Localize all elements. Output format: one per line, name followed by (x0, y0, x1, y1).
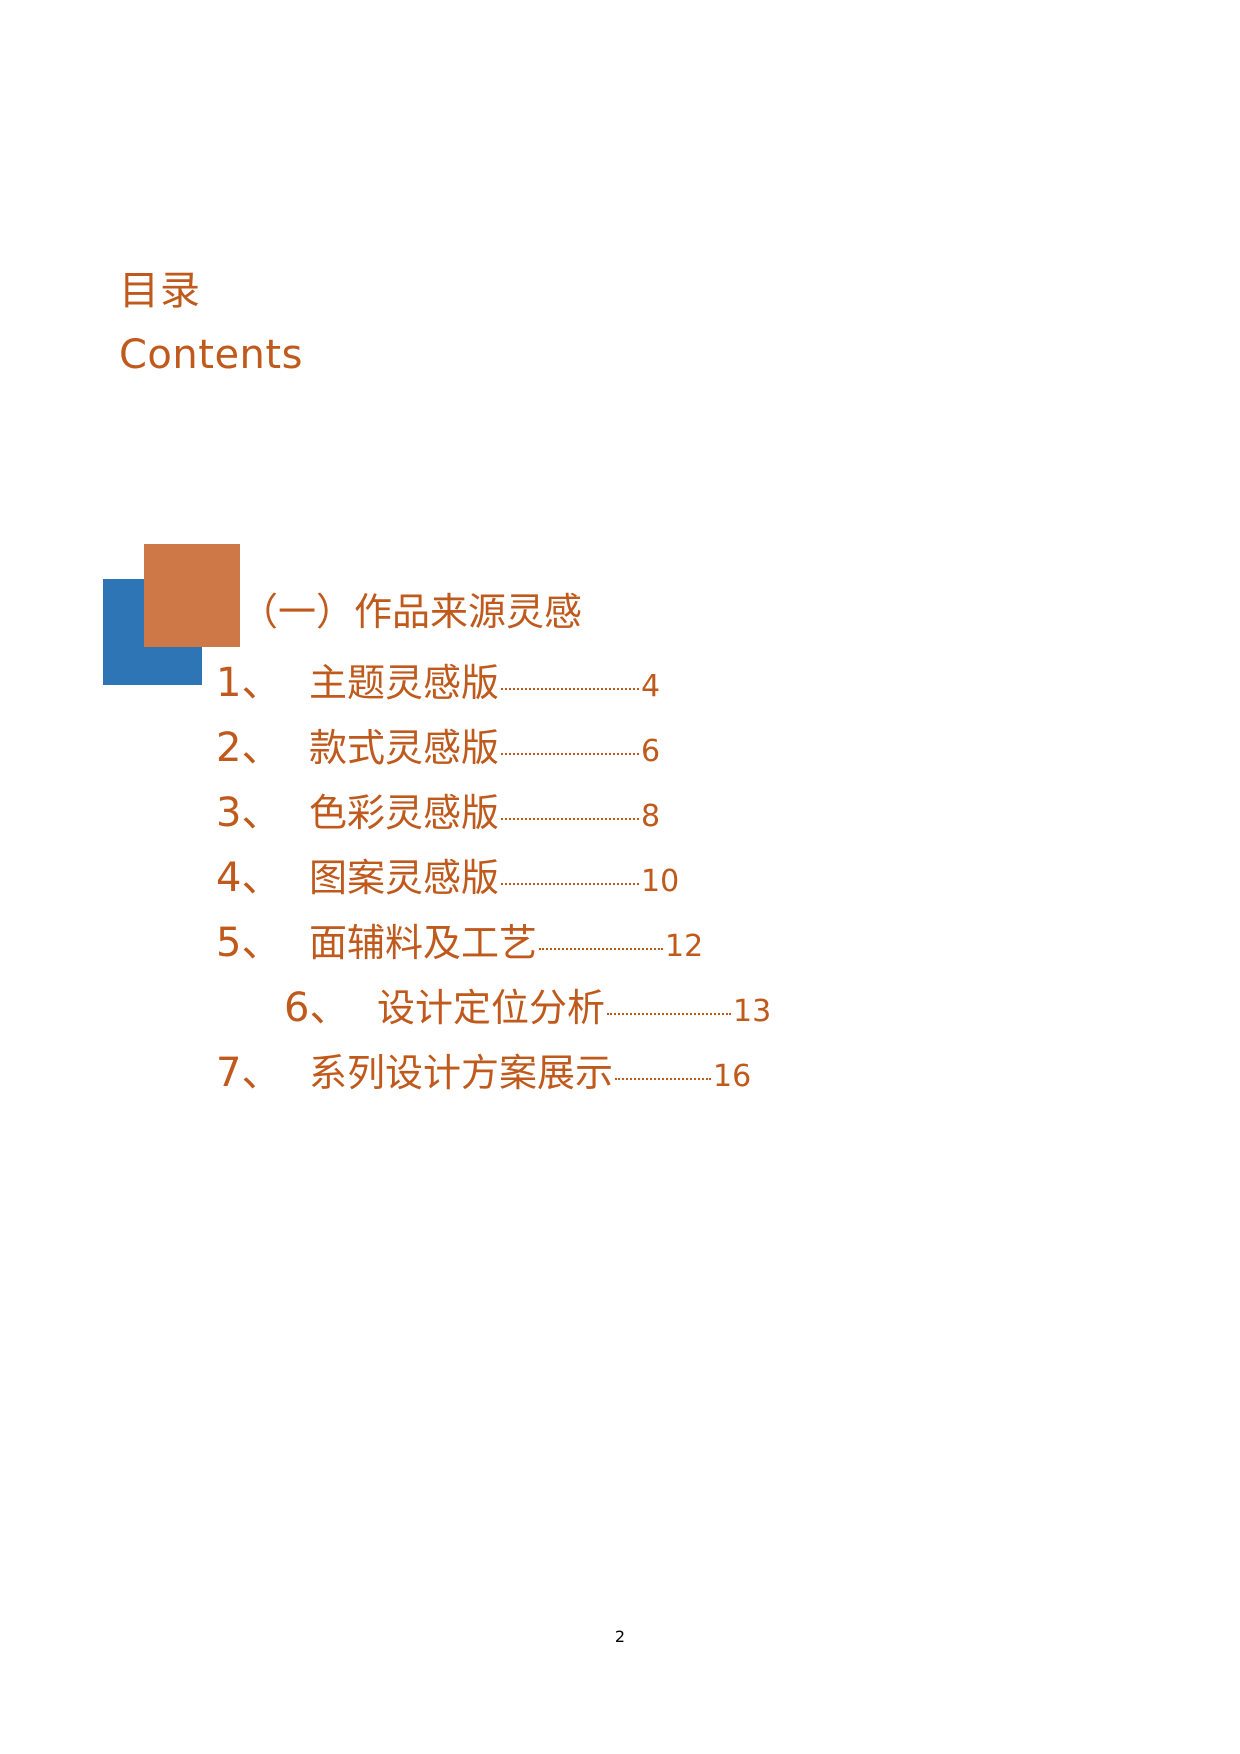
toc-entry-number: 4、 (216, 855, 282, 901)
toc-dot-leader (501, 753, 640, 755)
toc-dot-leader (501, 688, 640, 690)
toc-title-english: Contents (119, 332, 303, 378)
toc-entry-label: 系列设计方案展示 (309, 1051, 614, 1095)
toc-entry-label: 图案灵感版 (309, 856, 500, 900)
toc-entry-number: 7、 (216, 1050, 282, 1096)
toc-entry-number: 2、 (216, 725, 282, 771)
toc-entry-6[interactable]: 6、 设计定位分析 13 (284, 975, 772, 1031)
toc-entry-label: 色彩灵感版 (309, 791, 500, 835)
toc-entry-label: 主题灵感版 (309, 661, 500, 705)
toc-dot-leader (615, 1078, 712, 1080)
page-number: 2 (614, 1627, 626, 1646)
toc-dot-leader (607, 1013, 732, 1015)
toc-entry-number: 6、 (284, 985, 350, 1031)
toc-entry-label: 款式灵感版 (309, 726, 500, 770)
toc-entry-1[interactable]: 1、 主题灵感版 4 (216, 650, 661, 706)
toc-dot-leader (501, 818, 640, 820)
toc-entry-7[interactable]: 7、 系列设计方案展示 16 (216, 1040, 752, 1096)
toc-entry-4[interactable]: 4、 图案灵感版 10 (216, 845, 680, 901)
toc-entry-page: 6 (641, 734, 661, 769)
toc-entry-2[interactable]: 2、 款式灵感版 6 (216, 715, 661, 771)
toc-entry-page: 16 (713, 1059, 752, 1094)
decorative-orange-square (144, 544, 240, 647)
toc-entry-page: 10 (641, 864, 680, 899)
toc-entry-page: 12 (665, 929, 704, 964)
toc-dot-leader (501, 883, 640, 885)
toc-entry-page: 4 (641, 669, 661, 704)
toc-entry-page: 13 (733, 994, 772, 1029)
toc-entry-3[interactable]: 3、 色彩灵感版 8 (216, 780, 661, 836)
section-heading: （一）作品来源灵感 (240, 590, 583, 634)
toc-entry-number: 1、 (216, 660, 282, 706)
toc-dot-leader (539, 948, 664, 950)
toc-entry-label: 面辅料及工艺 (309, 921, 538, 965)
toc-entry-number: 3、 (216, 790, 282, 836)
toc-entry-5[interactable]: 5、 面辅料及工艺 12 (216, 910, 704, 966)
toc-entry-label: 设计定位分析 (377, 986, 606, 1030)
toc-title-chinese: 目录 (119, 268, 201, 314)
toc-entry-number: 5、 (216, 920, 282, 966)
toc-entry-page: 8 (641, 799, 661, 834)
